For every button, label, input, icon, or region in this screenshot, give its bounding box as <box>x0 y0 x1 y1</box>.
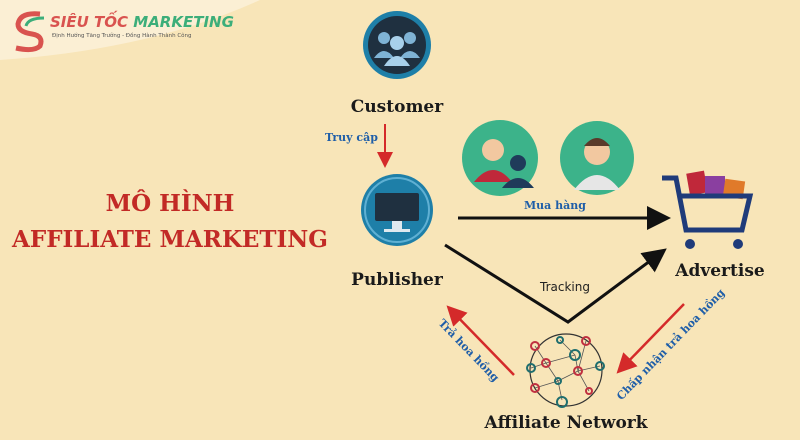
buy-label: Mua hàng <box>524 199 586 212</box>
logo-text: SIÊU TỐC MARKETING <box>50 13 234 31</box>
advertise-label: Advertise <box>675 261 765 281</box>
buyer-avatar-icon <box>462 120 538 196</box>
customer-label: Customer <box>350 97 444 117</box>
logo-icon <box>0 0 260 60</box>
tracking-line <box>444 243 667 324</box>
shopping-cart-icon <box>662 170 754 249</box>
tracking-label: Tracking <box>540 280 590 294</box>
access-label: Truy cập <box>325 131 378 144</box>
computer-icon <box>361 174 433 246</box>
customer-icon <box>363 11 431 79</box>
pay-arrow <box>446 305 515 376</box>
affiliate-network-label: Affiliate Network <box>484 413 648 433</box>
network-icon <box>526 333 605 408</box>
page-title-line1: MÔ HÌNH <box>105 190 235 217</box>
accept-arrow <box>616 303 685 374</box>
publisher-label: Publisher <box>351 270 443 290</box>
logo-tagline: Định Hướng Tăng Trưởng - Đồng Hành Thành… <box>52 33 192 39</box>
page-title-line2: AFFILIATE MARKETING <box>12 226 328 253</box>
user-avatar-icon <box>560 121 634 195</box>
